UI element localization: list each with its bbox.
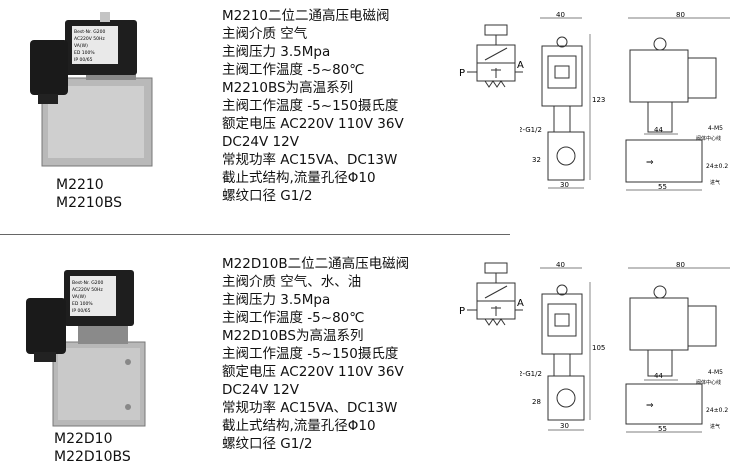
valve-photo: Best-Nr. G200 AC220V 50Hz VA(W) ED 100% … (30, 12, 153, 167)
valve-symbol: P A (459, 24, 524, 88)
dimension-label: 2-G1/2 (520, 370, 542, 378)
spec-line: 常规功率 AC15VA、DC13W (222, 400, 398, 416)
spec-line: M2210二位二通高压电磁阀 (222, 8, 390, 24)
dimension-label: 44 (654, 126, 663, 134)
model-code: M2210BS (56, 195, 122, 211)
dimension-drawing-side: 80 44 ⇒ 55 4-M5 24±0.2 阀体中心线 进气 (625, 12, 730, 191)
section-divider (0, 234, 510, 235)
coil-label-line: AC220V 50Hz (74, 36, 105, 42)
spec-line: 主阀工作温度 -5~80℃ (222, 62, 365, 78)
dimension-drawing-front: 40 105 28 30 2-G1/2 (520, 262, 605, 431)
dimension-label: 123 (592, 96, 605, 104)
dimension-label: 30 (560, 422, 569, 430)
dimension-label: 阀体中心线 (696, 135, 721, 142)
coil-label-line: IP 00/65 (72, 308, 91, 314)
dimension-label: 4-M5 (708, 125, 723, 132)
coil-label-line: ED 100% (72, 301, 93, 307)
port-label: P (459, 306, 465, 317)
model-code: M22D10BS (54, 449, 131, 465)
dimension-label: 105 (592, 344, 605, 352)
spec-line: 主阀压力 3.5Mpa (222, 292, 331, 308)
dimension-label: 阀体中心线 (696, 379, 721, 386)
coil-label-line: VA(W) (74, 43, 88, 49)
spec-line: 主阀工作温度 -5~150摄氏度 (222, 98, 399, 114)
spec-line: 截止式结构,流量孔径Φ10 (222, 170, 376, 186)
spec-line: 螺纹口径 G1/2 (222, 188, 313, 204)
spec-line: 主阀介质 空气、水、油 (222, 274, 362, 290)
dimension-label: 40 (556, 12, 565, 19)
spec-line: 额定电压 AC220V 110V 36V (222, 364, 404, 380)
spec-line: 主阀介质 空气 (222, 26, 308, 42)
spec-line: 主阀压力 3.5Mpa (222, 44, 331, 60)
dimension-label: 80 (676, 12, 685, 19)
coil-label-line: ED 100% (74, 50, 95, 56)
dimension-label: 44 (654, 372, 663, 380)
model-code: M22D10 (54, 431, 113, 447)
dimension-label: 24±0.2 (706, 163, 728, 170)
port-label: A (517, 60, 524, 71)
dimension-label: 40 (556, 262, 565, 269)
spec-line: 螺纹口径 G1/2 (222, 436, 313, 452)
spec-line: 主阀工作温度 -5~150摄氏度 (222, 346, 399, 362)
coil-label-line: VA(W) (72, 294, 86, 300)
coil-label-line: Best-Nr. G200 (72, 280, 103, 286)
dimension-label: 4-M5 (708, 369, 723, 376)
spec-line: M22D10B二位二通高压电磁阀 (222, 256, 410, 272)
coil-label-line: IP 00/65 (74, 57, 93, 63)
dimension-drawing-front: 40 123 32 30 2-G1/2 (520, 12, 605, 189)
dimension-label: 2-G1/2 (520, 126, 542, 134)
dimension-label: 80 (676, 262, 685, 269)
dimension-label: 32 (532, 156, 541, 164)
spec-line: 截止式结构,流量孔径Φ10 (222, 418, 376, 434)
spec-line: 额定电压 AC220V 110V 36V (222, 116, 404, 132)
valve-photo: Best-Nr. G200 AC220V 50Hz VA(W) ED 100% … (26, 270, 146, 427)
valve-symbol: P A (459, 262, 524, 326)
coil-label-line: AC220V 50Hz (72, 287, 103, 293)
dimension-label: 24±0.2 (706, 407, 728, 414)
dimension-label: 55 (658, 425, 667, 433)
spec-line: DC24V 12V (222, 382, 299, 398)
svg-text:⇒: ⇒ (646, 401, 654, 411)
spec-line: 常规功率 AC15VA、DC13W (222, 152, 398, 168)
port-label: P (459, 68, 465, 79)
dimension-label: 进气 (710, 423, 720, 430)
spec-line: M2210BS为高温系列 (222, 80, 354, 96)
dimension-label: 55 (658, 183, 667, 191)
dimension-label: 进气 (710, 179, 720, 186)
dimension-label: 28 (532, 398, 541, 406)
spec-line: DC24V 12V (222, 134, 299, 150)
svg-text:⇒: ⇒ (646, 158, 654, 168)
model-code: M2210 (56, 177, 104, 193)
coil-label-line: Best-Nr. G200 (74, 29, 105, 35)
spec-line: 主阀工作温度 -5~80℃ (222, 310, 365, 326)
dimension-label: 30 (560, 181, 569, 189)
dimension-drawing-side: 80 44 ⇒ 55 4-M5 24±0.2 阀体中心线 进气 (625, 262, 730, 433)
port-label: A (517, 298, 524, 309)
spec-line: M22D10BS为高温系列 (222, 328, 364, 344)
